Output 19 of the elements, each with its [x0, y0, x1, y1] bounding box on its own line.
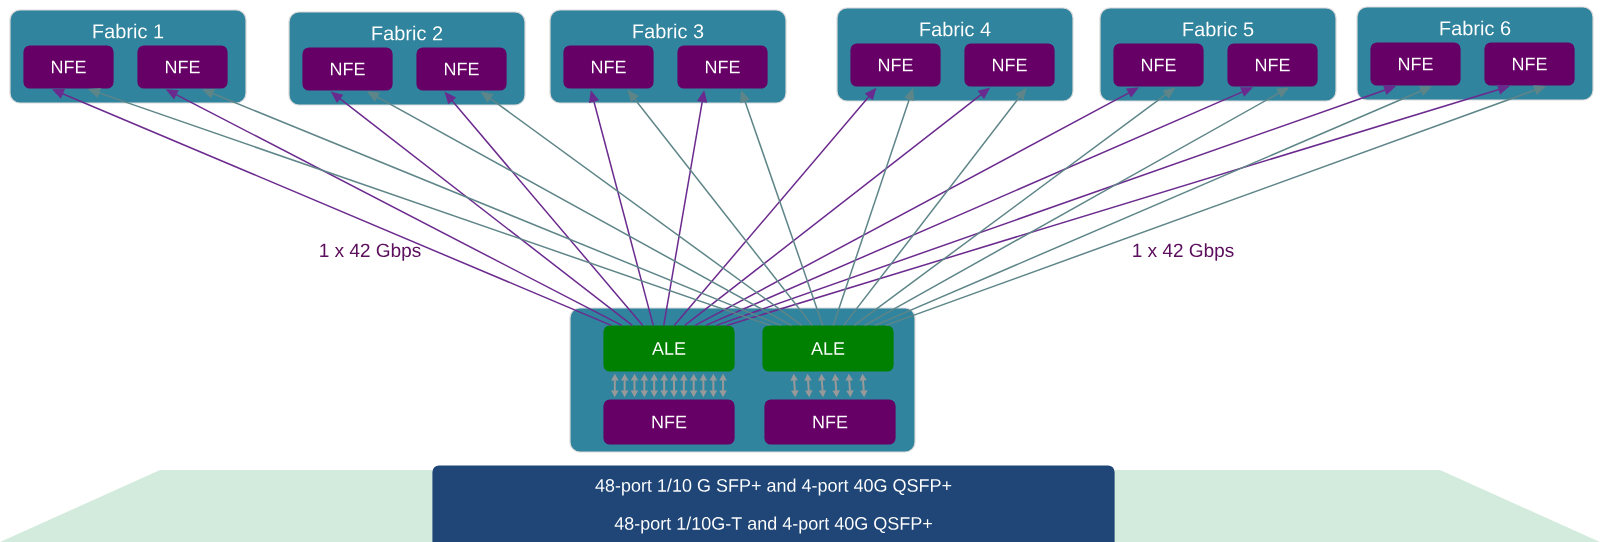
bandwidth-label: 1 x 42 Gbps [320, 243, 421, 261]
nfe-box: NFE [1227, 43, 1318, 87]
nfe-box: NFE [302, 47, 393, 91]
nfe-box: NFE [964, 43, 1055, 87]
nfe-box: NFE [416, 47, 507, 91]
nfe-box: NFE [603, 399, 735, 445]
nfe-box: NFE [563, 45, 654, 89]
nfe-box: NFE [1113, 43, 1204, 87]
nfe-box: NFE [1484, 42, 1575, 86]
bandwidth-label: 1 x 42 Gbps [1133, 243, 1234, 261]
nfe-box: NFE [677, 45, 768, 89]
nfe-box: NFE [764, 399, 896, 445]
ale-box: ALE [762, 325, 894, 372]
port-band: 48-port 1/10 G SFP+ and 4-port 40G QSFP+ 48-port 1/10G-T and 4-port 40G QSFP+ [432, 465, 1115, 542]
nfe-box: NFE [137, 45, 228, 89]
ale-box: ALE [603, 325, 735, 372]
nfe-box: NFE [23, 45, 114, 89]
nfe-box: NFE [850, 43, 941, 87]
nfe-box: NFE [1370, 42, 1461, 86]
